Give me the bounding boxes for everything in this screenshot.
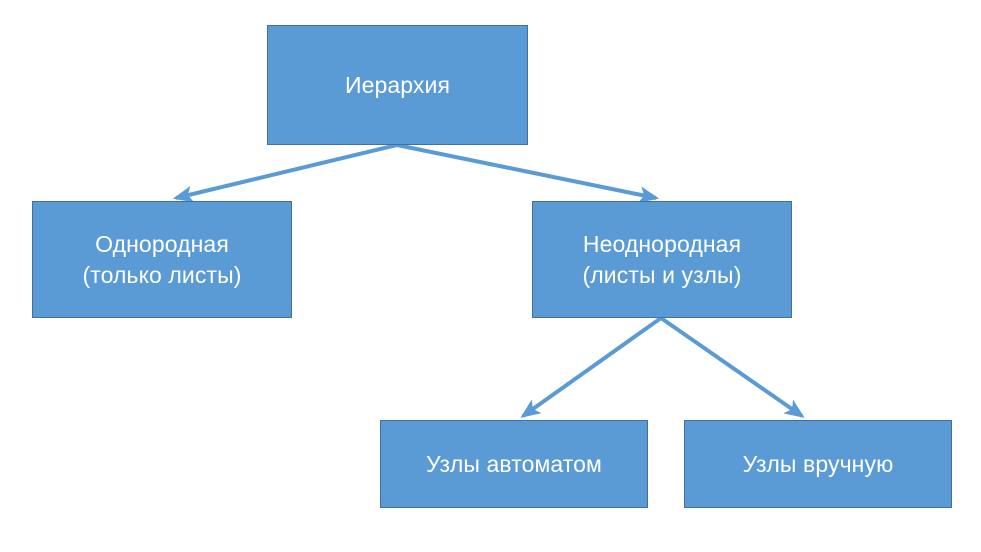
node-homogeneous[interactable]: Однородная (только листы) [32, 201, 292, 318]
node-homogeneous-label-line2: (только листы) [82, 261, 242, 288]
connector-heterogeneous-to-manual [659, 316, 805, 418]
node-heterogeneous-label-line1: Неоднородная [582, 230, 742, 257]
connector-root-to-homogeneous [172, 143, 398, 203]
node-heterogeneous-label-line2: (листы и узлы) [582, 261, 742, 288]
node-nodes-manual[interactable]: Узлы вручную [684, 420, 952, 508]
node-hierarchy[interactable]: Иерархия [267, 25, 528, 145]
node-hierarchy-label: Иерархия [344, 71, 451, 98]
node-nodes-automatic[interactable]: Узлы автоматом [380, 420, 648, 508]
node-nodes-automatic-label: Узлы автоматом [426, 450, 602, 477]
node-nodes-manual-label: Узлы вручную [742, 450, 894, 477]
node-homogeneous-label-line1: Однородная [95, 230, 229, 257]
node-heterogeneous[interactable]: Неоднородная (листы и узлы) [532, 201, 792, 318]
connector-heterogeneous-to-automatic [520, 316, 663, 418]
connector-root-to-heterogeneous [396, 143, 660, 203]
